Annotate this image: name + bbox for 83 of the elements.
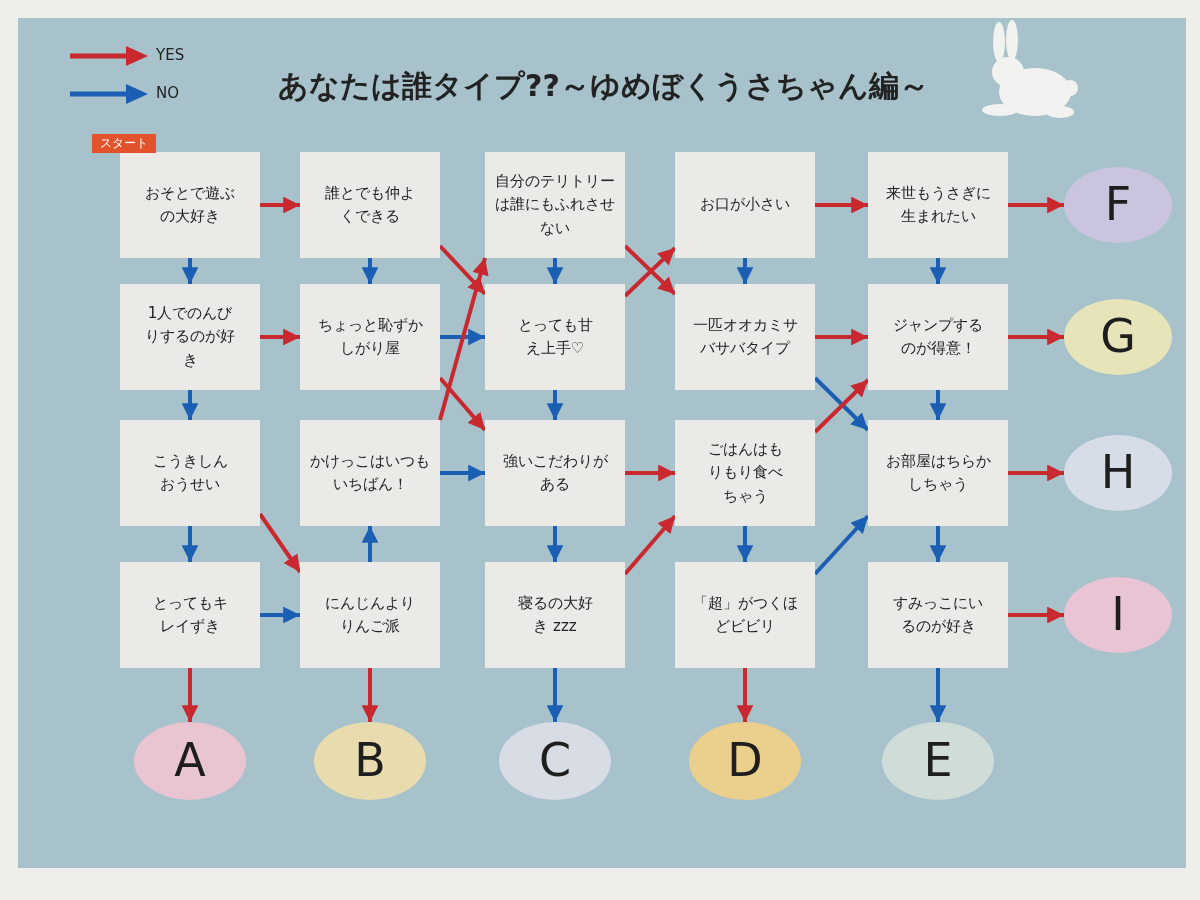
arrow <box>1008 464 1064 482</box>
question-text: とってもキレイずき <box>152 592 228 637</box>
arrow <box>1008 606 1064 624</box>
question-box <box>868 420 1008 526</box>
question-text: かけっこはいつもいちばん！ <box>310 450 430 495</box>
result-letter: I <box>1111 586 1125 644</box>
arrow <box>929 526 947 562</box>
question-text: 一匹オオカミサバサバタイプ <box>692 314 798 359</box>
arrow <box>815 328 868 346</box>
arrow <box>929 258 947 284</box>
arrow <box>929 390 947 420</box>
question-box <box>868 152 1008 258</box>
arrow <box>546 526 564 562</box>
arrow <box>1008 196 1064 214</box>
arrow <box>181 258 199 284</box>
legend-label: NO <box>156 84 180 102</box>
arrow <box>546 668 564 722</box>
arrow <box>929 668 947 722</box>
arrow <box>361 526 379 562</box>
arrow <box>181 526 199 562</box>
result-letter: E <box>923 732 953 790</box>
arrow <box>1008 328 1064 346</box>
question-box <box>120 420 260 526</box>
question-box <box>300 152 440 258</box>
question-box <box>300 420 440 526</box>
result-letter: G <box>1100 308 1136 366</box>
arrow <box>260 606 300 624</box>
question-box <box>675 420 815 526</box>
arrow <box>815 196 868 214</box>
question-text: こうきしんおうせい <box>152 450 228 495</box>
question-text: ごはんはもりもり食べちゃう <box>707 439 783 507</box>
arrow <box>361 668 379 722</box>
arrow <box>625 464 675 482</box>
arrow <box>260 196 300 214</box>
arrow <box>736 258 754 284</box>
question-text: 来世もうさぎに生まれたい <box>885 182 991 227</box>
question-box <box>485 152 625 258</box>
question-box <box>120 562 260 668</box>
arrow <box>440 328 485 346</box>
question-text: お部屋はちらかしちゃう <box>885 450 991 495</box>
question-box <box>868 562 1008 668</box>
question-box <box>300 284 440 390</box>
title: あなたは誰タイプ??～ゆめぼくうさちゃん編～ <box>278 67 929 105</box>
arrow <box>181 668 199 722</box>
question-text: 「超」がつくほどビビリ <box>692 592 798 637</box>
arrow <box>736 668 754 722</box>
result-letter: C <box>538 732 572 790</box>
result-letter: A <box>174 732 206 790</box>
question-text: お口が小さい <box>699 194 791 216</box>
question-text: 自分のテリトリーは誰にもふれさせない <box>495 171 615 239</box>
question-box <box>485 284 625 390</box>
arrow <box>546 258 564 284</box>
arrow <box>438 257 489 421</box>
arrow <box>736 526 754 562</box>
question-box <box>675 284 815 390</box>
result-letter: D <box>727 732 763 790</box>
arrow <box>361 258 379 284</box>
question-box <box>675 562 815 668</box>
arrow <box>181 390 199 420</box>
question-text: すみっこにいるのが好き <box>893 592 983 637</box>
question-box <box>675 152 815 258</box>
question-text: おそとで遊ぶの大好き <box>145 182 235 227</box>
question-box <box>300 562 440 668</box>
question-text: 誰とでも仲よくできる <box>325 182 415 227</box>
legend-label: YES <box>156 46 185 64</box>
question-text: ちょっと恥ずかしがり屋 <box>317 314 423 359</box>
arrow <box>440 464 485 482</box>
question-text: にんじんよりりんご派 <box>325 592 415 637</box>
question-box <box>485 420 625 526</box>
question-text: ジャンプするのが得意！ <box>892 314 984 359</box>
question-text: 寝るの大好き zzz <box>516 592 594 637</box>
question-box <box>485 562 625 668</box>
result-letter: B <box>354 732 386 790</box>
question-text: 1人でのんびりするのが好き <box>144 303 236 371</box>
question-text: 強いこだわりがある <box>502 450 608 495</box>
start-tag: スタート <box>92 134 156 153</box>
question-text: とっても甘え上手♡ <box>517 314 593 359</box>
result-letter: H <box>1100 444 1136 502</box>
arrow <box>260 328 300 346</box>
result-letter: F <box>1104 176 1132 234</box>
question-box <box>120 284 260 390</box>
arrow <box>546 390 564 420</box>
question-box <box>868 284 1008 390</box>
